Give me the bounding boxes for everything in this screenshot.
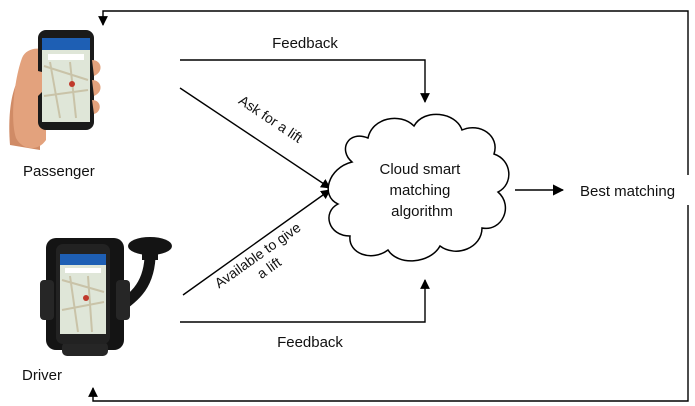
feedback-top-label: Feedback [272, 35, 338, 52]
passenger-label: Passenger [23, 163, 95, 180]
cloud-label-line1: Cloud smart [379, 161, 461, 178]
driver-label: Driver [22, 367, 62, 384]
cloud-label-line2: matching [389, 182, 450, 199]
ask-arrow [179, 87, 331, 189]
cloud-label-line3: algorithm [391, 203, 453, 220]
phone-in-hand-icon [9, 30, 101, 150]
offer-label: Available to give a lift [211, 217, 316, 305]
feedback-bottom-arrow [180, 279, 430, 323]
outer-loop-arrow-bottom [88, 205, 689, 402]
offer-arrow [182, 189, 331, 296]
ask-label: Ask for a lift [236, 92, 306, 146]
cloud-label: Cloud smart matching algorithm [379, 161, 464, 220]
offer-label-line1: Available to give [211, 219, 303, 291]
feedback-bottom-label: Feedback [277, 334, 343, 351]
cloud-icon [327, 113, 510, 262]
best-matching-label: Best matching [580, 183, 675, 200]
outer-loop-arrow-top [98, 10, 689, 175]
feedback-top-arrow [180, 59, 430, 103]
phone-car-mount-icon [40, 237, 172, 356]
